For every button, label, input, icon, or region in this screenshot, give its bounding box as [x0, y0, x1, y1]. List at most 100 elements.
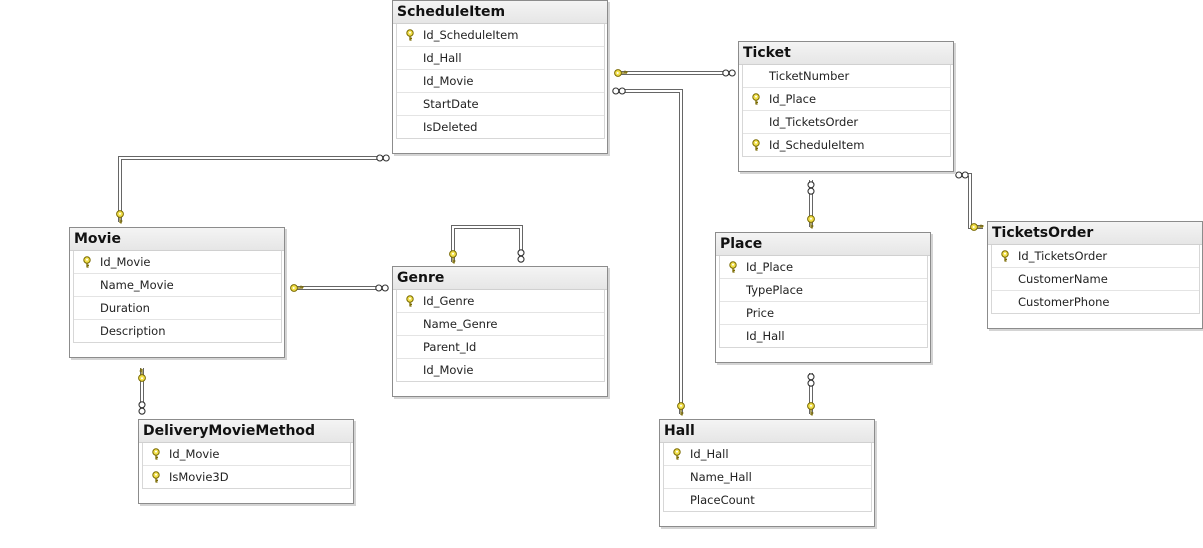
column-row[interactable]: Name_Movie: [74, 274, 281, 297]
key-icon: [397, 290, 423, 312]
infinity-icon: [138, 401, 146, 415]
key-icon: [664, 443, 690, 465]
key-cell: [992, 291, 1018, 313]
table-title[interactable]: Genre: [393, 267, 607, 290]
column-row[interactable]: IsDeleted: [397, 116, 604, 138]
column-name: Parent_Id: [423, 340, 477, 354]
table-title[interactable]: Hall: [660, 420, 874, 443]
key-icon: [743, 134, 769, 156]
relationship-hall-scheduleitem[interactable]: [616, 89, 683, 414]
relationship-movie-scheduleitem[interactable]: [118, 156, 385, 222]
infinity-icon: [376, 154, 390, 162]
column-row[interactable]: Id_Movie: [143, 443, 350, 466]
table-title[interactable]: Movie: [70, 228, 284, 251]
key-icon: [992, 245, 1018, 267]
column-name: CustomerPhone: [1018, 295, 1110, 309]
column-row[interactable]: Id_ScheduleItem: [743, 134, 950, 156]
column-name: Id_ScheduleItem: [769, 138, 865, 152]
column-row[interactable]: StartDate: [397, 93, 604, 116]
column-row[interactable]: Name_Genre: [397, 313, 604, 336]
column-name: StartDate: [423, 97, 479, 111]
column-name: Id_TicketsOrder: [1018, 249, 1108, 263]
column-name: Description: [100, 324, 166, 338]
column-row[interactable]: Id_Hall: [720, 325, 927, 347]
key-icon: [970, 223, 984, 231]
table-title[interactable]: Ticket: [739, 42, 953, 65]
relationship-genre-genre[interactable]: [451, 225, 523, 262]
column-name: Name_Genre: [423, 317, 498, 331]
infinity-icon: [807, 373, 815, 387]
key-cell: [74, 274, 100, 296]
column-row[interactable]: Id_TicketsOrder: [743, 111, 950, 134]
key-cell: [720, 279, 746, 301]
column-row[interactable]: Id_Genre: [397, 290, 604, 313]
table-footer: [988, 314, 1202, 328]
column-row[interactable]: Id_Place: [720, 256, 927, 279]
relationship-ticketsorder-ticket[interactable]: [956, 173, 983, 229]
column-row[interactable]: Price: [720, 302, 927, 325]
table-footer: [393, 139, 607, 153]
column-row[interactable]: Id_Movie: [74, 251, 281, 274]
column-row[interactable]: CustomerName: [992, 268, 1199, 291]
key-cell: [720, 302, 746, 324]
column-name: PlaceCount: [690, 493, 755, 507]
key-icon: [807, 402, 815, 416]
key-cell: [397, 359, 423, 381]
key-cell: [720, 325, 746, 347]
table-title[interactable]: ScheduleItem: [393, 1, 607, 24]
column-row[interactable]: Duration: [74, 297, 281, 320]
column-row[interactable]: Id_Hall: [397, 47, 604, 70]
infinity-icon: [517, 249, 525, 263]
infinity-icon: [955, 171, 969, 179]
key-icon: [290, 284, 304, 292]
key-cell: [397, 93, 423, 115]
column-row[interactable]: Description: [74, 320, 281, 342]
table-footer: [393, 382, 607, 396]
column-row[interactable]: Id_TicketsOrder: [992, 245, 1199, 268]
column-row[interactable]: Id_Movie: [397, 70, 604, 93]
key-icon: [743, 88, 769, 110]
key-cell: [397, 116, 423, 138]
table-title[interactable]: TicketsOrder: [988, 222, 1202, 245]
table-footer: [139, 489, 353, 503]
column-row[interactable]: TicketNumber: [743, 65, 950, 88]
column-row[interactable]: CustomerPhone: [992, 291, 1199, 313]
column-row[interactable]: Parent_Id: [397, 336, 604, 359]
column-name: Duration: [100, 301, 150, 315]
column-name: TicketNumber: [769, 69, 850, 83]
column-row[interactable]: Id_Hall: [664, 443, 871, 466]
column-row[interactable]: Id_Place: [743, 88, 950, 111]
key-icon: [74, 251, 100, 273]
column-name: Id_Movie: [423, 74, 474, 88]
column-name: Id_Movie: [423, 363, 474, 377]
column-name: Id_TicketsOrder: [769, 115, 859, 129]
key-icon: [677, 402, 685, 416]
column-name: Id_ScheduleItem: [423, 28, 519, 42]
column-row[interactable]: Name_Hall: [664, 466, 871, 489]
key-cell: [743, 65, 769, 87]
key-icon: [807, 215, 815, 229]
column-row[interactable]: Id_ScheduleItem: [397, 24, 604, 47]
column-name: Name_Movie: [100, 278, 174, 292]
key-cell: [74, 297, 100, 319]
key-icon: [397, 24, 423, 46]
table-title[interactable]: Place: [716, 233, 930, 256]
table-title[interactable]: DeliveryMovieMethod: [139, 420, 353, 443]
column-row[interactable]: IsMovie3D: [143, 466, 350, 488]
column-row[interactable]: PlaceCount: [664, 489, 871, 511]
column-name: IsMovie3D: [169, 470, 229, 484]
column-row[interactable]: Id_Movie: [397, 359, 604, 381]
key-icon: [138, 368, 146, 382]
column-row[interactable]: TypePlace: [720, 279, 927, 302]
